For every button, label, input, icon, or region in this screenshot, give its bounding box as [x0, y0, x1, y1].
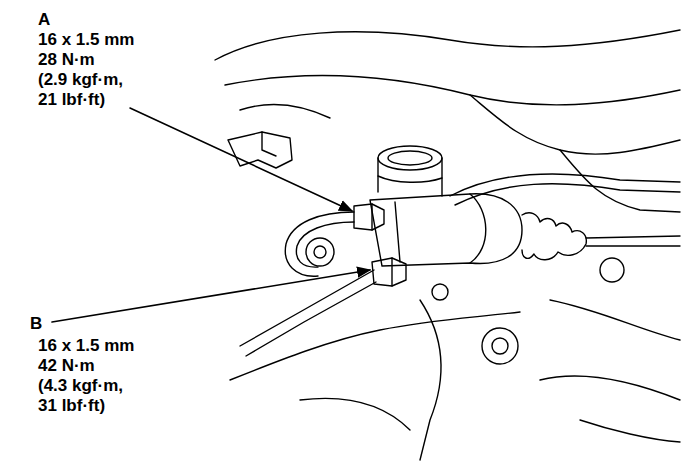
- leader-line-a: [130, 108, 352, 211]
- leader-line-b: [52, 270, 370, 322]
- torque-value: 42 N·m: [38, 356, 95, 376]
- torque-value: 28 N·m: [38, 50, 95, 70]
- callout-letter: B: [30, 314, 42, 334]
- thread-size: 16 x 1.5 mm: [38, 30, 134, 50]
- callout-letter: A: [38, 10, 50, 30]
- thread-size: 16 x 1.5 mm: [38, 336, 134, 356]
- torque-conversion: (2.9 kgf·m, 21 lbf·ft): [38, 70, 138, 110]
- torque-conversion: (4.3 kgf·m, 31 lbf·ft): [38, 376, 138, 416]
